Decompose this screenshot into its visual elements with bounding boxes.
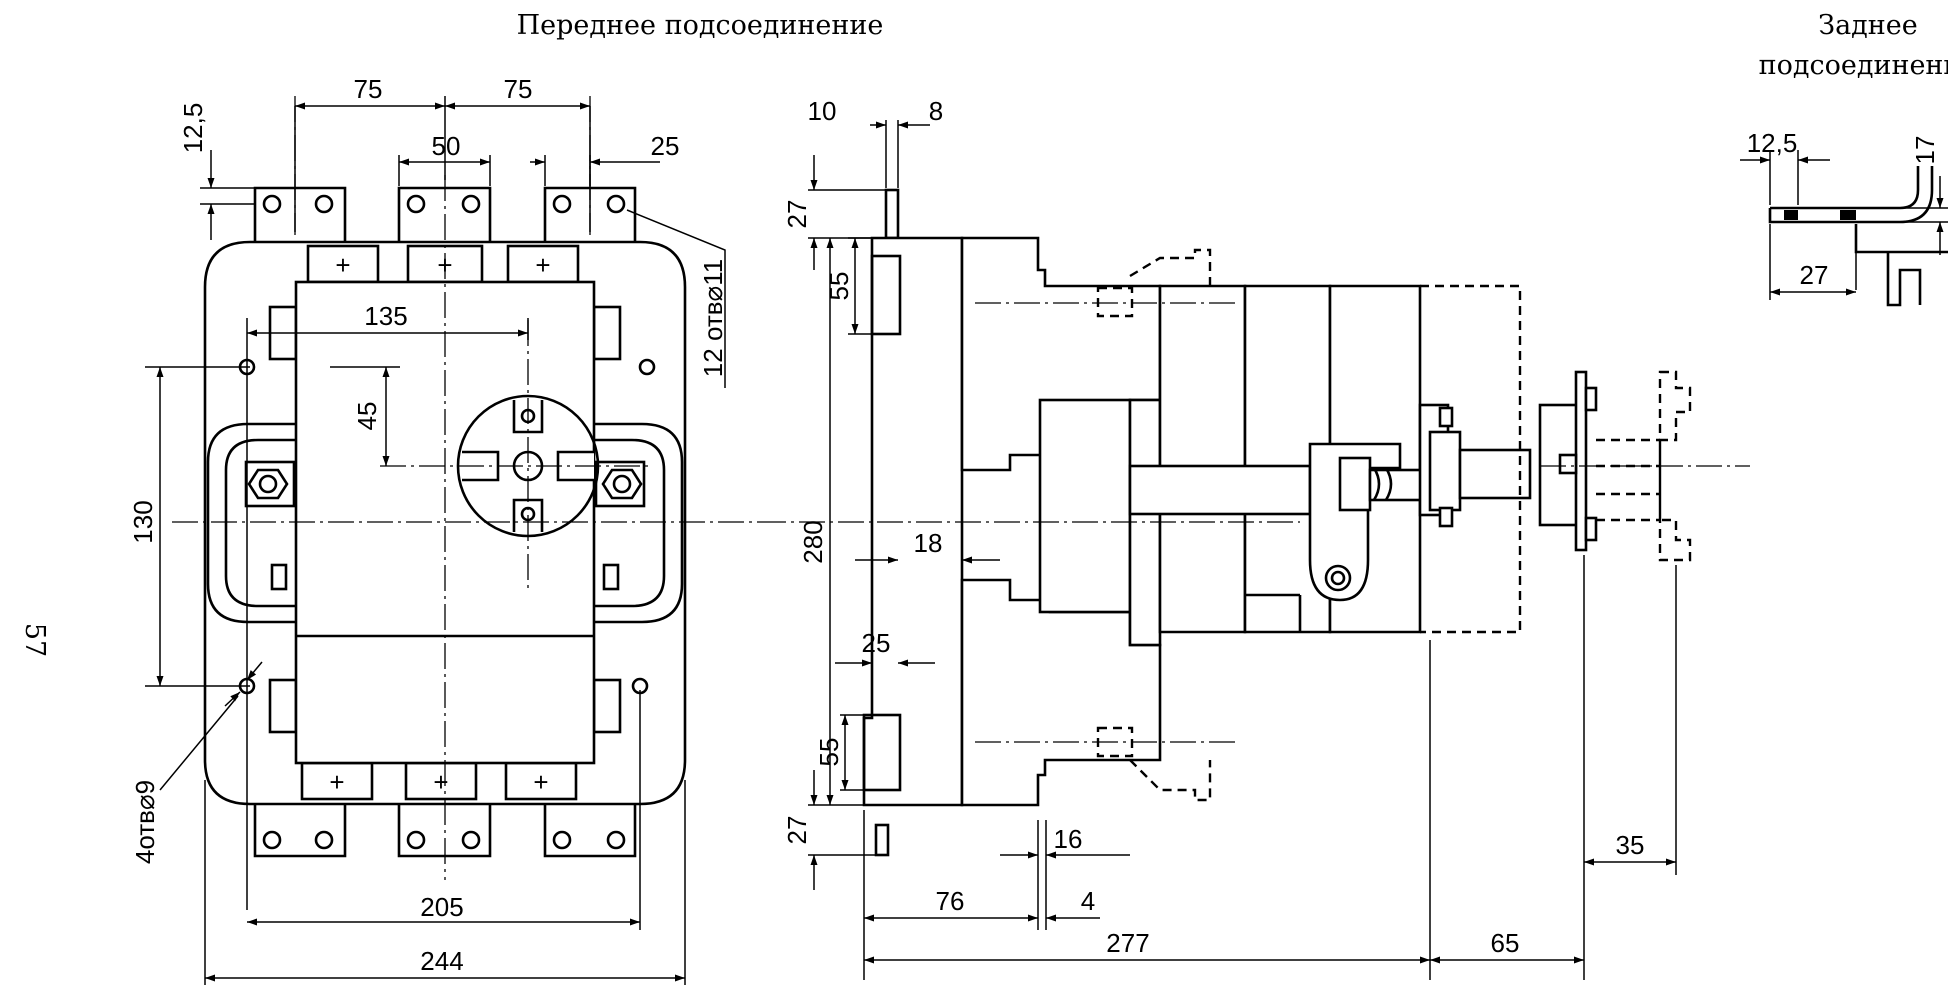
plus-symbol-bottom-1: + — [329, 767, 344, 797]
dim-pitch-left: 75 — [354, 74, 383, 104]
dim-horizontal-135: 135 — [364, 301, 407, 331]
dim-handle-16: 16 — [1054, 824, 1083, 854]
title-rear-connection-line2: подсоединение — [1759, 50, 1948, 81]
dim-pitch-right: 75 — [504, 74, 533, 104]
dim-offset-18: 18 — [914, 528, 943, 558]
rear-hatched-section-1 — [1784, 210, 1798, 220]
dim-vertical-130: 130 — [128, 500, 158, 543]
plus-symbol-bottom-2: + — [433, 767, 448, 797]
rear-detail: 12,5 17 27 — [1740, 128, 1948, 307]
dim-top-8: 8 — [929, 96, 943, 126]
dim-width-205: 205 — [420, 892, 463, 922]
dim-terminal-height: 12,5 — [178, 103, 208, 154]
rear-hatched-section-2 — [1840, 210, 1856, 220]
front-dimensions — [145, 96, 726, 985]
side-view: 10 8 27 55 280 18 25 55 27 16 76 4 277 6… — [760, 96, 1750, 980]
front-view: + + + + + + — [128, 74, 760, 985]
plus-symbol-top-1: + — [335, 250, 350, 280]
dim-depth-277: 277 — [1106, 928, 1149, 958]
dim-rear-height: 17 — [1910, 136, 1940, 165]
dim-rear-width: 27 — [1800, 260, 1829, 290]
dim-bottom-27: 27 — [782, 816, 812, 845]
page-number: 57 — [19, 623, 50, 657]
dim-vertical-45: 45 — [352, 402, 382, 431]
dim-handle-65: 65 — [1491, 928, 1520, 958]
dim-rear-offset: 12,5 — [1747, 128, 1798, 158]
rear-dimensions — [1740, 150, 1948, 300]
bottom-terminal-holes — [262, 830, 626, 850]
dim-terminal-holes: 12 отв⌀11 — [698, 259, 728, 377]
dim-depth-76: 76 — [936, 886, 965, 916]
side-latches — [206, 305, 684, 734]
plus-symbol-top-3: + — [535, 250, 550, 280]
dim-gap-4: 4 — [1081, 886, 1095, 916]
dim-mount-holes: 4отв⌀9 — [130, 780, 160, 864]
dim-top-27: 27 — [782, 200, 812, 229]
dim-upper-55: 55 — [824, 272, 854, 301]
side-dimensions — [808, 120, 1677, 980]
dim-top-10: 10 — [808, 96, 837, 126]
plus-symbol-bottom-3: + — [533, 767, 548, 797]
top-terminal-holes — [262, 194, 626, 214]
dim-height-280: 280 — [798, 520, 828, 563]
title-rear-connection-line1: Заднее — [1818, 10, 1918, 41]
dim-lower-55: 55 — [814, 738, 844, 767]
dim-handle-35: 35 — [1616, 830, 1645, 860]
dim-offset-25: 25 — [862, 628, 891, 658]
dim-terminal-width: 50 — [432, 131, 461, 161]
dim-width-244: 244 — [420, 946, 463, 976]
dim-terminal-offset: 25 — [651, 131, 680, 161]
side-centerlines — [760, 302, 1750, 743]
title-front-connection: Переднее подсоединение — [517, 10, 884, 41]
